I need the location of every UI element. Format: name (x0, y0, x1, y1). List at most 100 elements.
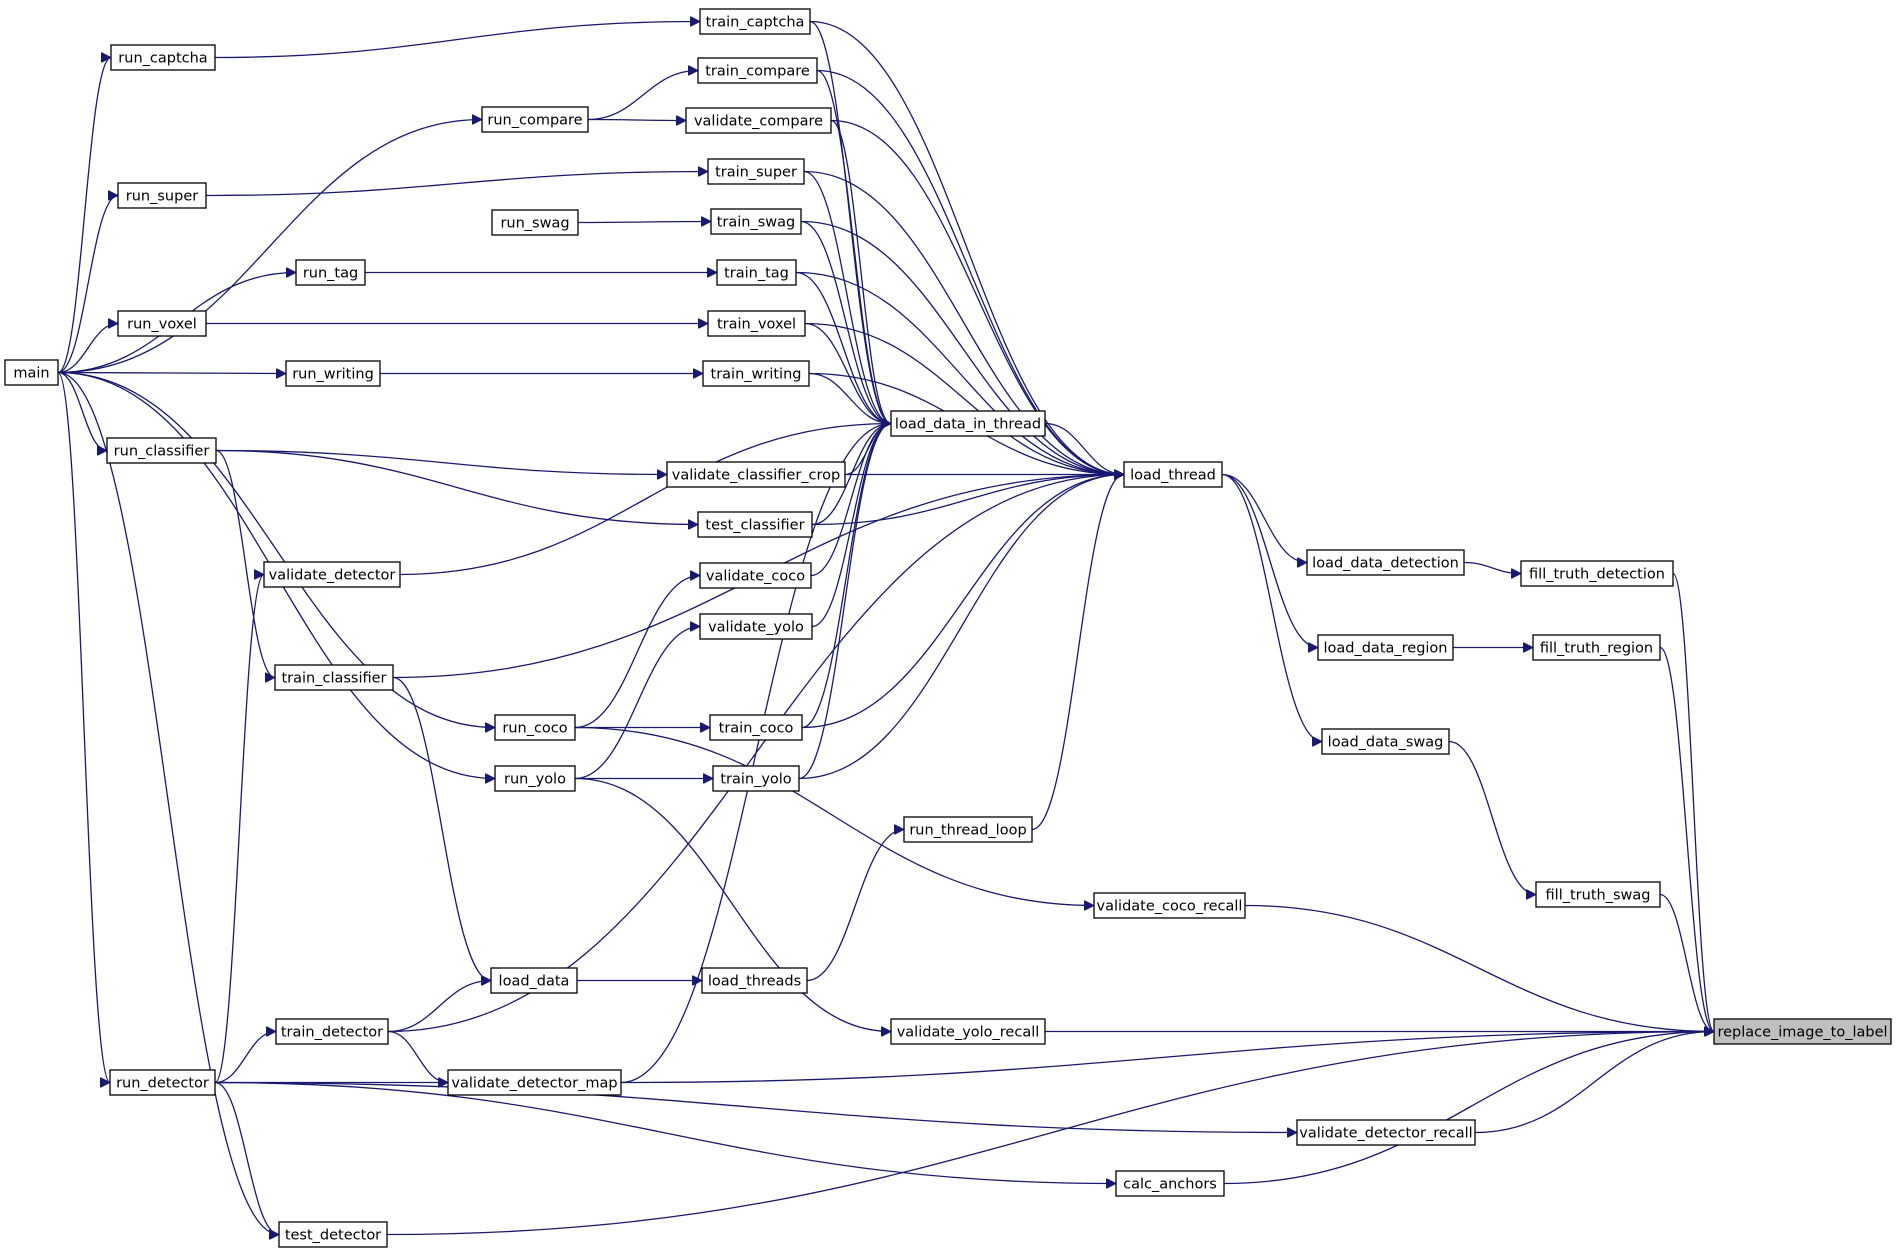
node-box[interactable] (274, 664, 394, 691)
node-box[interactable] (1520, 560, 1674, 587)
node-box[interactable] (697, 511, 813, 538)
node-box[interactable] (701, 967, 808, 994)
node-run-super[interactable]: run_super (117, 182, 207, 209)
node-run-voxel[interactable]: run_voxel (117, 310, 207, 337)
node-box[interactable] (710, 208, 802, 235)
node-run-yolo[interactable]: run_yolo (494, 765, 576, 792)
node-box[interactable] (494, 765, 576, 792)
node-load-threads[interactable]: load_threads (701, 967, 808, 994)
node-box[interactable] (716, 259, 797, 286)
node-train-super[interactable]: train_super (707, 158, 805, 185)
node-box[interactable] (481, 106, 589, 133)
node-train-classifier[interactable]: train_classifier (274, 664, 394, 691)
node-test-classifier[interactable]: test_classifier (697, 511, 813, 538)
node-fill-truth-detection[interactable]: fill_truth_detection (1520, 560, 1674, 587)
node-train-captcha[interactable]: train_captcha (699, 8, 811, 35)
node-train-yolo[interactable]: train_yolo (712, 765, 800, 792)
node-box[interactable] (903, 816, 1033, 843)
node-train-writing[interactable]: train_writing (702, 360, 810, 387)
node-box[interactable] (1093, 892, 1246, 919)
node-box[interactable] (295, 259, 366, 286)
node-load-data-detection[interactable]: load_data_detection (1306, 549, 1465, 576)
node-fill-truth-swag[interactable]: fill_truth_swag (1535, 881, 1661, 908)
node-fill-truth-region[interactable]: fill_truth_region (1532, 634, 1661, 661)
node-box[interactable] (1115, 1170, 1225, 1197)
node-validate-detector-recall[interactable]: validate_detector_recall (1296, 1119, 1476, 1146)
node-box[interactable] (110, 44, 216, 71)
node-box[interactable] (702, 360, 810, 387)
node-run-detector[interactable]: run_detector (109, 1069, 216, 1096)
node-box[interactable] (666, 461, 846, 488)
node-run-classifier[interactable]: run_classifier (106, 437, 217, 464)
node-run-swag[interactable]: run_swag (491, 209, 579, 236)
node-box[interactable] (4, 359, 59, 386)
node-box[interactable] (1317, 634, 1454, 661)
node-box[interactable] (709, 714, 803, 741)
node-label: main (13, 366, 49, 382)
node-box[interactable] (1713, 1018, 1892, 1045)
node-box[interactable] (697, 57, 818, 84)
node-validate-classifier-crop[interactable]: validate_classifier_crop (666, 461, 846, 488)
node-box[interactable] (890, 1018, 1046, 1045)
node-validate-coco[interactable]: validate_coco (699, 562, 812, 589)
node-load-data[interactable]: load_data (490, 967, 578, 994)
node-run-writing[interactable]: run_writing (285, 360, 381, 387)
node-box[interactable] (890, 410, 1046, 437)
node-validate-detector-map[interactable]: validate_detector_map (447, 1069, 622, 1096)
node-validate-detector[interactable]: validate_detector (263, 561, 401, 588)
node-train-compare[interactable]: train_compare (697, 57, 818, 84)
node-box[interactable] (109, 1069, 216, 1096)
node-box[interactable] (1321, 728, 1450, 755)
node-box[interactable] (1532, 634, 1661, 661)
node-box[interactable] (106, 437, 217, 464)
node-box[interactable] (263, 561, 401, 588)
node-box[interactable] (1535, 881, 1661, 908)
node-box[interactable] (699, 562, 812, 589)
node-box[interactable] (699, 613, 813, 640)
node-run-thread-loop[interactable]: run_thread_loop (903, 816, 1033, 843)
node-train-coco[interactable]: train_coco (709, 714, 803, 741)
node-calc-anchors[interactable]: calc_anchors (1115, 1170, 1225, 1197)
node-box[interactable] (699, 8, 811, 35)
node-load-data-swag[interactable]: load_data_swag (1321, 728, 1450, 755)
node-box[interactable] (712, 765, 800, 792)
node-box[interactable] (1306, 549, 1465, 576)
node-load-data-region[interactable]: load_data_region (1317, 634, 1454, 661)
node-run-captcha[interactable]: run_captcha (110, 44, 216, 71)
node-validate-coco-recall[interactable]: validate_coco_recall (1093, 892, 1246, 919)
node-validate-compare[interactable]: validate_compare (685, 107, 832, 134)
node-train-detector[interactable]: train_detector (275, 1018, 389, 1045)
node-box[interactable] (491, 209, 579, 236)
node-box[interactable] (490, 967, 578, 994)
node-box[interactable] (685, 107, 832, 134)
node-test-detector[interactable]: test_detector (278, 1221, 388, 1248)
edge-validate_compare-to-load_thread (830, 119, 1124, 475)
node-box[interactable] (1123, 461, 1223, 488)
node-replace-image-to-label[interactable]: replace_image_to_label (1713, 1018, 1892, 1045)
node-box[interactable] (707, 158, 805, 185)
node-run-tag[interactable]: run_tag (295, 259, 366, 286)
edge-run_captcha-to-train_captcha (214, 22, 700, 59)
edge-main-to-test_detector (57, 371, 279, 1235)
node-train-voxel[interactable]: train_voxel (707, 310, 806, 337)
node-validate-yolo-recall[interactable]: validate_yolo_recall (890, 1018, 1046, 1045)
node-box[interactable] (117, 182, 207, 209)
node-train-tag[interactable]: train_tag (716, 259, 797, 286)
node-run-compare[interactable]: run_compare (481, 106, 589, 133)
node-box[interactable] (1296, 1119, 1476, 1146)
node-box[interactable] (447, 1069, 622, 1096)
edge-train_swag-to-load_data_in_thread (800, 220, 892, 424)
node-load-thread[interactable]: load_thread (1123, 461, 1223, 488)
node-load-data-in-thread[interactable]: load_data_in_thread (890, 410, 1046, 437)
node-train-swag[interactable]: train_swag (710, 208, 802, 235)
node-box[interactable] (117, 310, 207, 337)
node-box[interactable] (278, 1221, 388, 1248)
node-box[interactable] (494, 714, 576, 741)
node-run-coco[interactable]: run_coco (494, 714, 576, 741)
node-box[interactable] (285, 360, 381, 387)
node-main[interactable]: main (4, 359, 59, 386)
edge-train_coco-to-load_thread (801, 475, 1124, 729)
node-box[interactable] (707, 310, 806, 337)
node-validate-yolo[interactable]: validate_yolo (699, 613, 813, 640)
node-box[interactable] (275, 1018, 389, 1045)
